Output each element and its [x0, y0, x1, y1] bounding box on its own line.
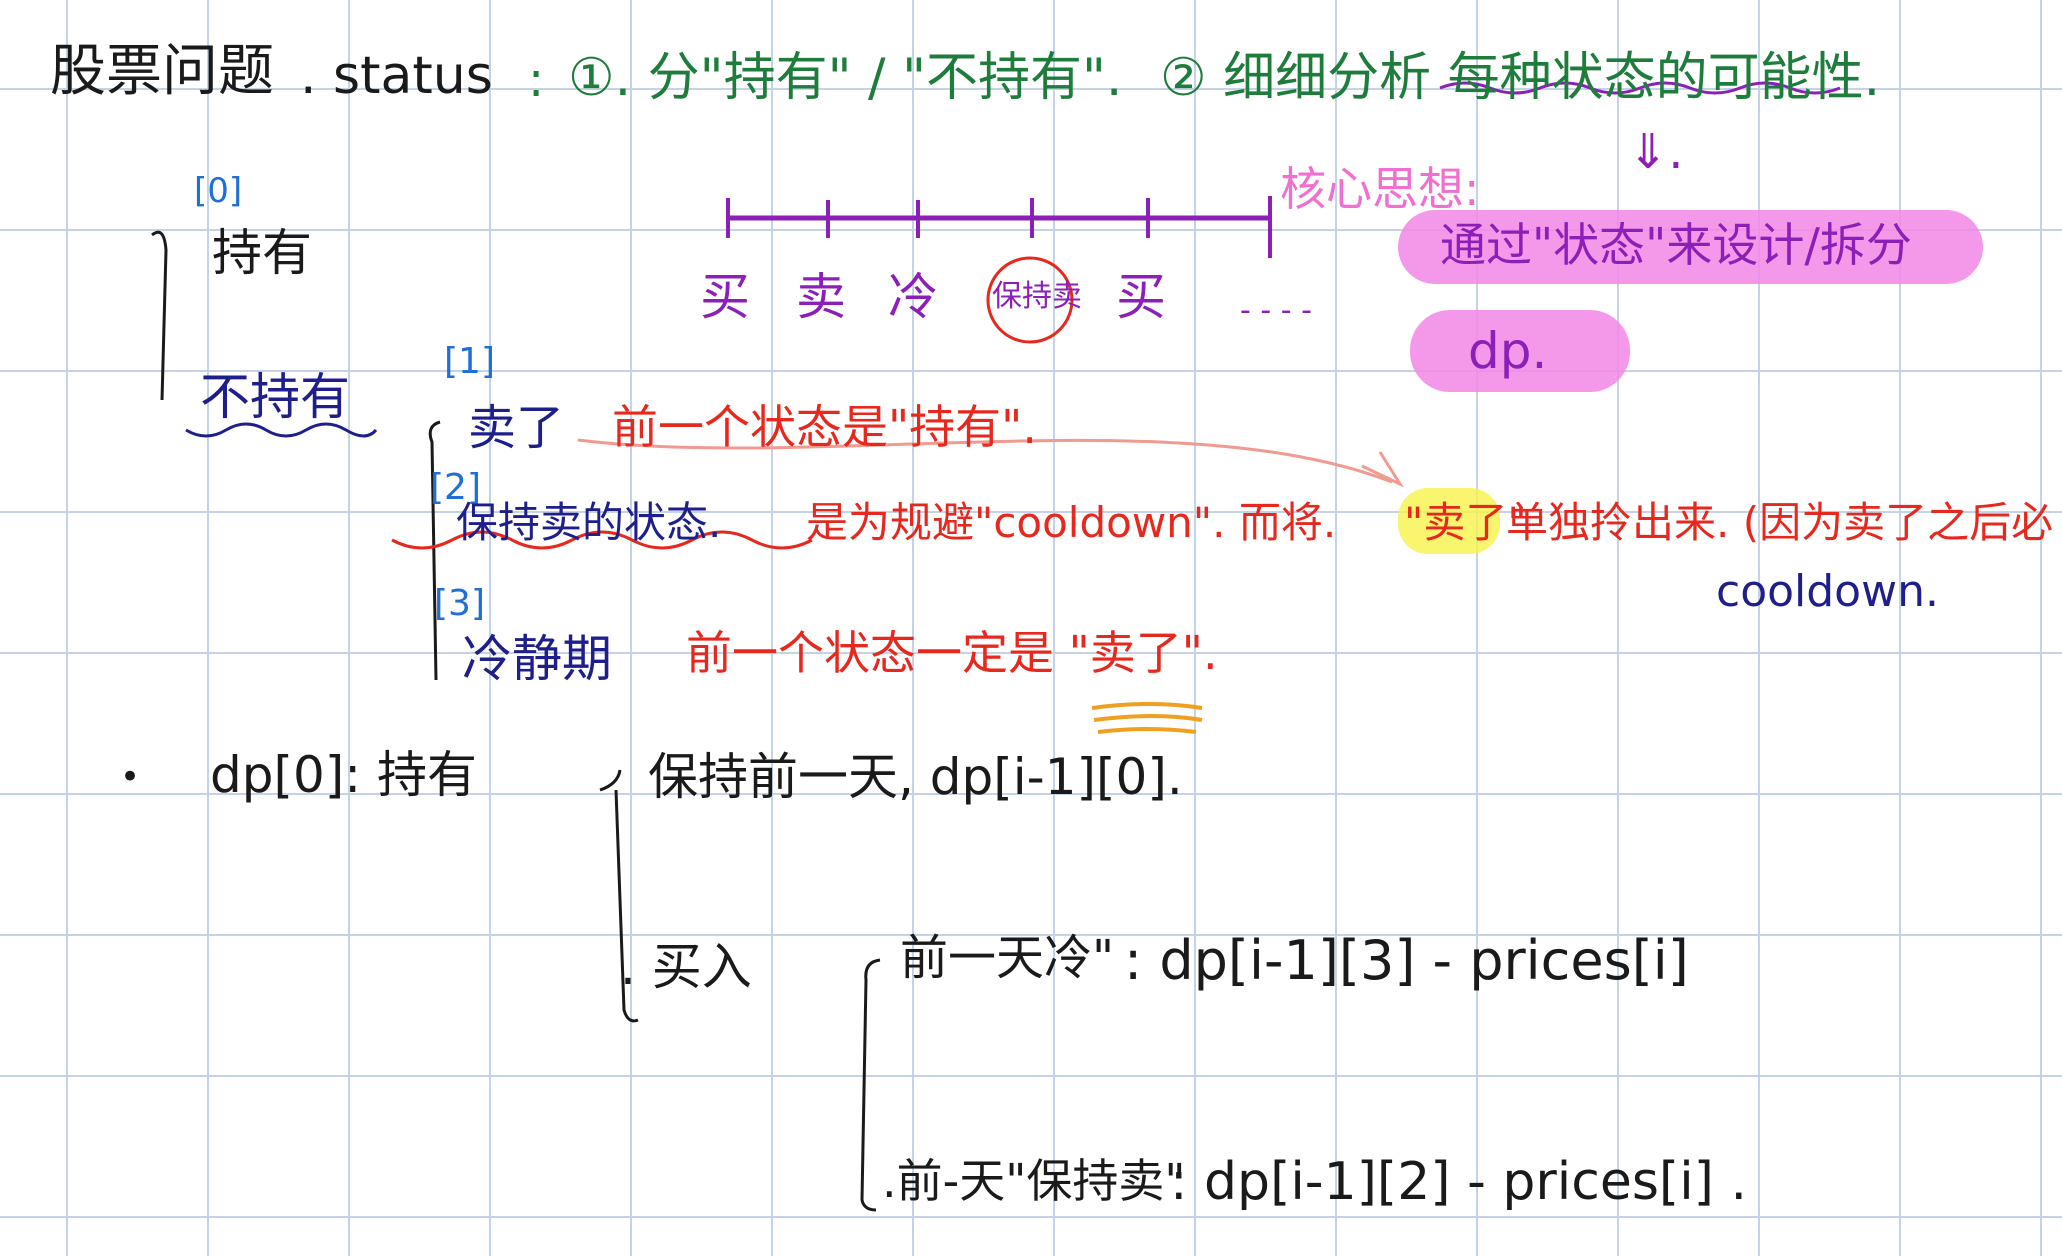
- orange-scribble: [1091, 702, 1203, 734]
- sub-note-hold-sell-tail2: cooldown.: [1716, 566, 1939, 617]
- red-wave-underline: [391, 530, 813, 550]
- dp-buy-sub2-label: .前-天"保持卖": [882, 1154, 1186, 1208]
- dp-buy-sub1-label: 前一天冷": [900, 930, 1115, 986]
- state-hold: 持有: [212, 224, 312, 282]
- purple-wave-underline: [1439, 81, 1841, 95]
- highlight-core-line1: [1398, 210, 1983, 284]
- sub-note-hold-sell-tail: 单独拎出来. (因为卖了之后必: [1506, 498, 2054, 547]
- sub-note-cooldown: 前一个状态一定是 "卖了".: [686, 626, 1218, 680]
- state-index-hold: [0]: [194, 171, 243, 211]
- rule-two: ② 细细分析 每种状态的可能性.: [1160, 48, 1881, 108]
- rule-one: ①. 分"持有" / "不持有".: [568, 48, 1123, 108]
- circle-hold-sell: [986, 256, 1074, 344]
- highlight-core-line2: [1410, 310, 1630, 392]
- brace-root: [151, 230, 168, 401]
- dp-bullet: •: [120, 757, 141, 797]
- brace-dp: [599, 769, 639, 1023]
- core-idea-label: 核心思想:: [1280, 162, 1480, 216]
- down-arrow: ⇓.: [1628, 124, 1684, 180]
- core-idea-line2: dp.: [1468, 322, 1548, 380]
- sub-index-1: [1]: [444, 341, 495, 382]
- dp-option-buy: . 买入: [620, 938, 752, 996]
- timeline-label-hold-sell: 保持卖: [992, 279, 1082, 314]
- timeline-label-sell: 卖: [796, 268, 846, 326]
- status-word: . status: [300, 46, 493, 106]
- sub-label-sold: 卖了: [468, 400, 565, 456]
- timeline-label-buy-2: 买: [1116, 268, 1166, 326]
- dp-buy-sub2-formula: : dp[i-1][2] - prices[i] .: [1170, 1152, 1748, 1212]
- arrowhead-prev-hold: [1361, 451, 1404, 488]
- timeline-label-cool: 冷: [888, 268, 938, 326]
- sub-label-hold-sell: 保持卖的状态.: [456, 498, 722, 547]
- highlight-sold: [1398, 488, 1500, 554]
- dp-buy-sub1-formula: : dp[i-1][3] - prices[i]: [1124, 929, 1689, 992]
- state-not-hold: 不持有: [200, 368, 350, 426]
- wave-under-not-hold: [185, 422, 378, 438]
- sub-label-cooldown: 冷静期: [462, 630, 612, 688]
- brace-buy: [860, 958, 881, 1212]
- page-title: 股票问题: [50, 39, 274, 104]
- sub-note-sold: 前一个状态是"持有".: [612, 400, 1037, 454]
- header-colon: :: [528, 52, 545, 108]
- dp-option-keep: 保持前一天, dp[i-1][0].: [648, 748, 1183, 806]
- brace-sub: [428, 420, 441, 681]
- core-idea-line1: 通过"状态"来设计/拆分: [1440, 218, 1912, 272]
- arrow-prev-hold: [577, 438, 1393, 484]
- sub-index-2: [2]: [430, 467, 481, 508]
- timeline-label-buy: 买: [700, 268, 750, 326]
- dp-head: dp[0]: 持有: [210, 746, 478, 804]
- sub-note-hold-sell-highlight: "卖了": [1404, 498, 1527, 547]
- timeline-ellipsis: - - - -: [1240, 293, 1312, 328]
- sub-note-hold-sell: 是为规避"cooldown". 而将.: [806, 498, 1337, 547]
- sub-index-3: [3]: [434, 583, 485, 624]
